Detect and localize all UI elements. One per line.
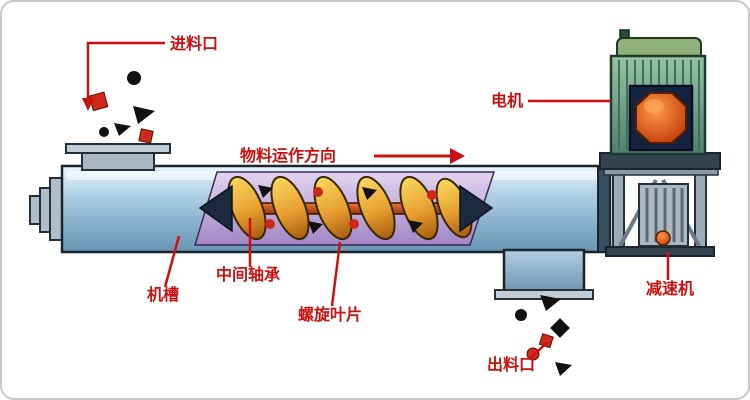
- particle: [308, 221, 323, 234]
- particle: [99, 127, 109, 137]
- screw-right-cone: [459, 184, 494, 233]
- screw-flights: [227, 175, 473, 241]
- inlet-box: [81, 151, 155, 171]
- screw-flight: [399, 175, 439, 241]
- particle: [538, 333, 554, 349]
- screw-flight: [270, 175, 310, 241]
- label-reducer: 减速机: [646, 279, 694, 298]
- label-motor: 电机: [491, 91, 523, 110]
- label-spiral-blade: 螺旋叶片: [298, 305, 362, 324]
- particle: [555, 362, 572, 376]
- particle: [540, 295, 561, 311]
- inlet-flange: [65, 143, 171, 154]
- callouts: 进料口 物料运作方向 电机 机槽 中间轴承 螺旋叶片 减速机 出料口: [82, 34, 694, 374]
- particle: [313, 187, 323, 197]
- feed-inlet-arrowhead: [82, 98, 94, 111]
- label-feed-inlet: 进料口: [170, 34, 218, 53]
- motor-base-plate: [599, 152, 721, 170]
- screw-left-cone: [198, 184, 233, 233]
- inlet-particles: [88, 71, 155, 144]
- particle: [114, 123, 131, 136]
- motor-assembly: [599, 29, 721, 257]
- discharge-pointer: [528, 341, 549, 360]
- discharge-outlet: [494, 248, 594, 300]
- particle: [133, 106, 155, 124]
- tube-end-plate: [597, 165, 611, 253]
- cutaway-particles: [258, 185, 437, 234]
- cutaway-section: [193, 171, 496, 246]
- outlet-box: [502, 248, 586, 294]
- label-discharge-outlet: 出料口: [487, 355, 535, 374]
- particle: [515, 309, 527, 321]
- label-trough: 机槽: [147, 285, 179, 304]
- feed-inlet: [65, 143, 171, 171]
- reducer: [638, 183, 689, 247]
- feed-inlet-pointer: [86, 41, 165, 100]
- reducer-shaft-end: [655, 230, 671, 246]
- support-foot: [605, 246, 715, 257]
- particle: [138, 128, 154, 144]
- particle: [408, 220, 423, 233]
- trough-pointer: [163, 235, 181, 288]
- motor-rotor: [635, 92, 687, 144]
- particle: [427, 190, 437, 200]
- spiral-blade-pointer: [330, 241, 342, 307]
- particle: [550, 318, 570, 338]
- label-middle-bearing: 中间轴承: [216, 265, 280, 284]
- direction-arrowhead: [450, 148, 465, 164]
- label-material-direction: 物料运作方向: [240, 146, 336, 165]
- rotor-highlight: [644, 99, 664, 113]
- particle: [127, 71, 141, 85]
- particle: [265, 219, 275, 229]
- particle: [349, 219, 359, 229]
- screw-flight: [313, 175, 353, 241]
- particle: [258, 185, 273, 198]
- particle: [362, 187, 377, 200]
- screw-flight: [227, 175, 267, 241]
